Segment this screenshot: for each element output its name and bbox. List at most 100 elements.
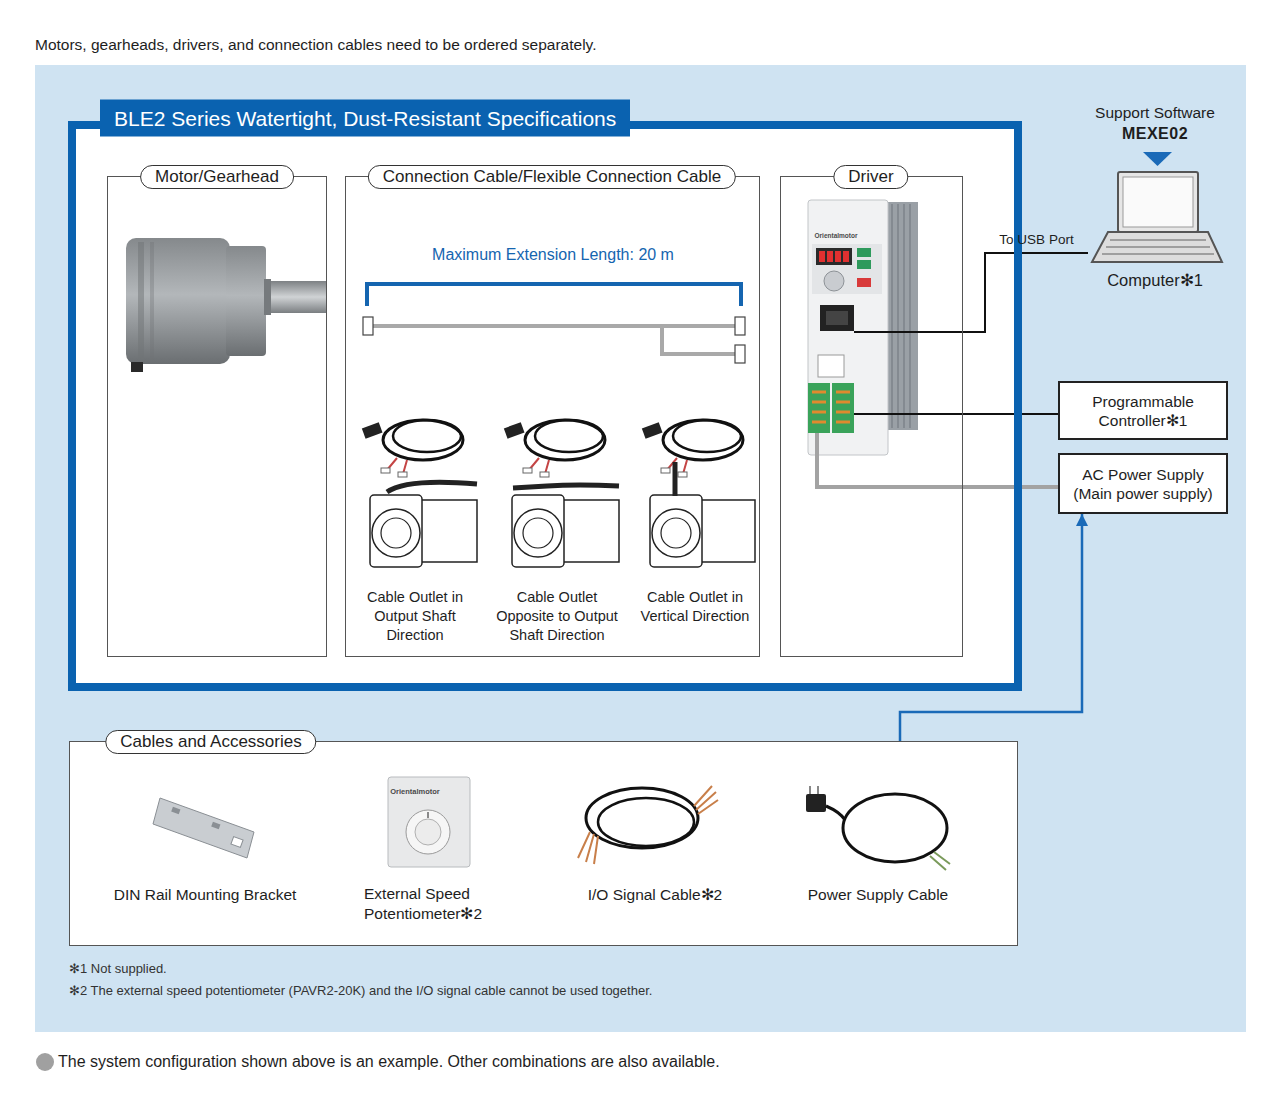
outlet-sketch	[381, 518, 411, 548]
section-heading: Driver	[833, 165, 908, 189]
driver-wires	[817, 332, 963, 487]
cable-schematic	[363, 317, 373, 335]
accessory-panel: Cables and Accessories	[69, 741, 1018, 946]
software-heading: Support Software	[1095, 104, 1215, 123]
supply-arrow	[900, 514, 1082, 741]
driver-wires	[817, 433, 963, 487]
outlet-sketch	[513, 485, 619, 488]
footnote: ✻1 Not supplied.	[69, 961, 167, 977]
computer-node: Support SoftwareMEXE02Computer✻1	[1088, 100, 1222, 296]
usb-connector	[963, 253, 1088, 332]
text-slot: MEXE02	[1122, 124, 1188, 143]
outlet-sketch	[387, 482, 477, 492]
text-slot: Orientalmotor	[390, 787, 440, 796]
din-bracket-illustration	[153, 798, 254, 858]
brand-mark: Orientalmotor	[390, 787, 440, 796]
motor-illustration	[150, 242, 154, 360]
outlet-sketch	[523, 518, 553, 548]
brand-mark: Orientalmotor	[815, 232, 858, 240]
power-cable-illustration	[806, 794, 826, 812]
driver-illustration	[857, 248, 871, 257]
driver-illustration	[808, 200, 918, 455]
outlet-sketch	[370, 495, 422, 567]
io-cable-illustration	[578, 786, 718, 864]
outlet-sketch	[702, 500, 755, 562]
item-label: DIN Rail Mounting Bracket	[114, 885, 297, 905]
power-connector	[963, 485, 1058, 489]
outlet-sketch	[564, 500, 619, 562]
text-slot: Cable Outlet Opposite to Output Shaft Di…	[488, 588, 626, 645]
driver-wires	[854, 413, 963, 415]
outlet-sketch	[661, 518, 691, 548]
caption: The system configuration shown above is …	[58, 1052, 720, 1071]
driver-illustration	[812, 244, 882, 294]
driver-illustration	[819, 251, 825, 262]
outlet-sketch	[362, 422, 383, 438]
software-name: MEXE02	[1122, 124, 1188, 143]
device-label: AC Power Supply (Main power supply)	[1063, 464, 1223, 503]
io-cable-illustration	[694, 786, 718, 814]
text-slot: Motors, gearheads, drivers, and connecti…	[35, 35, 597, 55]
driver-illustration	[857, 260, 871, 269]
extension-bracket	[367, 284, 741, 306]
text-slot: Driver	[833, 165, 908, 189]
cable-schematic	[662, 326, 735, 354]
power-cable-illustration	[810, 786, 818, 794]
device-box: AC Power Supply (Main power supply)	[1058, 453, 1228, 514]
power-cable-illustration	[843, 794, 947, 862]
power-cable-illustration	[930, 852, 950, 870]
footnote: ✻2 The external speed potentiometer (PAV…	[69, 983, 652, 999]
length-note: Maximum Extension Length: 20 m	[432, 245, 674, 264]
background-band	[35, 65, 1246, 1032]
cable-schematic	[735, 317, 745, 335]
outlet-sketch	[381, 468, 390, 473]
text-slot: Cable Outlet in Output Shaft Direction	[347, 588, 483, 645]
outlet-sketch	[422, 500, 477, 562]
item-label: External Speed Potentiometer✻2	[364, 884, 539, 924]
outlet-sketch	[362, 420, 477, 567]
extension-bracket	[367, 284, 741, 306]
laptop-illustration	[1102, 240, 1214, 254]
io-connector	[963, 413, 1058, 415]
series-panel: Motor/Gearhead Connection Cable/Flexible …	[68, 121, 1022, 691]
driver-illustration	[857, 278, 871, 287]
device-label: Computer✻1	[1107, 271, 1203, 291]
connector-label: To USB Port	[999, 232, 1073, 248]
section-box: Connection Cable/Flexible Connection Cab…	[345, 176, 760, 657]
outlet-sketch	[398, 472, 407, 477]
item-label: Power Supply Cable	[808, 885, 948, 905]
driver-illustration	[820, 305, 854, 331]
motor-illustration	[264, 279, 271, 315]
caption-bullet	[36, 1053, 54, 1071]
outlet-caption: Cable Outlet Opposite to Output Shaft Di…	[488, 588, 626, 645]
driver-illustration	[824, 271, 844, 291]
text-slot: Motor/Gearhead	[140, 165, 294, 189]
driver-illustration	[826, 311, 848, 325]
driver-wires	[854, 331, 963, 333]
din-bracket-illustration	[211, 822, 220, 829]
device-label: Programmable Controller✻1	[1063, 391, 1223, 430]
text-slot: I/O Signal Cable✻2	[588, 885, 723, 905]
io-cable-illustration	[598, 798, 694, 846]
order-note: Motors, gearheads, drivers, and connecti…	[35, 35, 597, 55]
text-slot: Cable Outlet in Vertical Direction	[631, 588, 759, 626]
driver-illustration	[808, 200, 888, 455]
cable-schematic	[363, 317, 745, 363]
cable-schematic	[373, 324, 735, 328]
outlet-sketch	[383, 420, 463, 460]
text-slot: BLE2 Series Watertight, Dust-Resistant S…	[100, 100, 630, 137]
section-heading: Cables and Accessories	[105, 730, 316, 754]
din-bracket-illustration	[231, 837, 243, 848]
outlet-sketch	[642, 422, 663, 438]
laptop-illustration	[1092, 232, 1222, 262]
motor-illustration	[126, 238, 230, 364]
outlet-sketch	[678, 472, 687, 477]
text-slot: Support Software	[1095, 104, 1215, 123]
potentiometer-illustration	[406, 810, 450, 854]
motor-illustration	[264, 281, 326, 313]
text-slot: AC Power Supply (Main power supply)	[1063, 464, 1223, 503]
outlet-caption: Cable Outlet in Output Shaft Direction	[347, 588, 483, 645]
din-bracket-illustration	[171, 807, 180, 814]
